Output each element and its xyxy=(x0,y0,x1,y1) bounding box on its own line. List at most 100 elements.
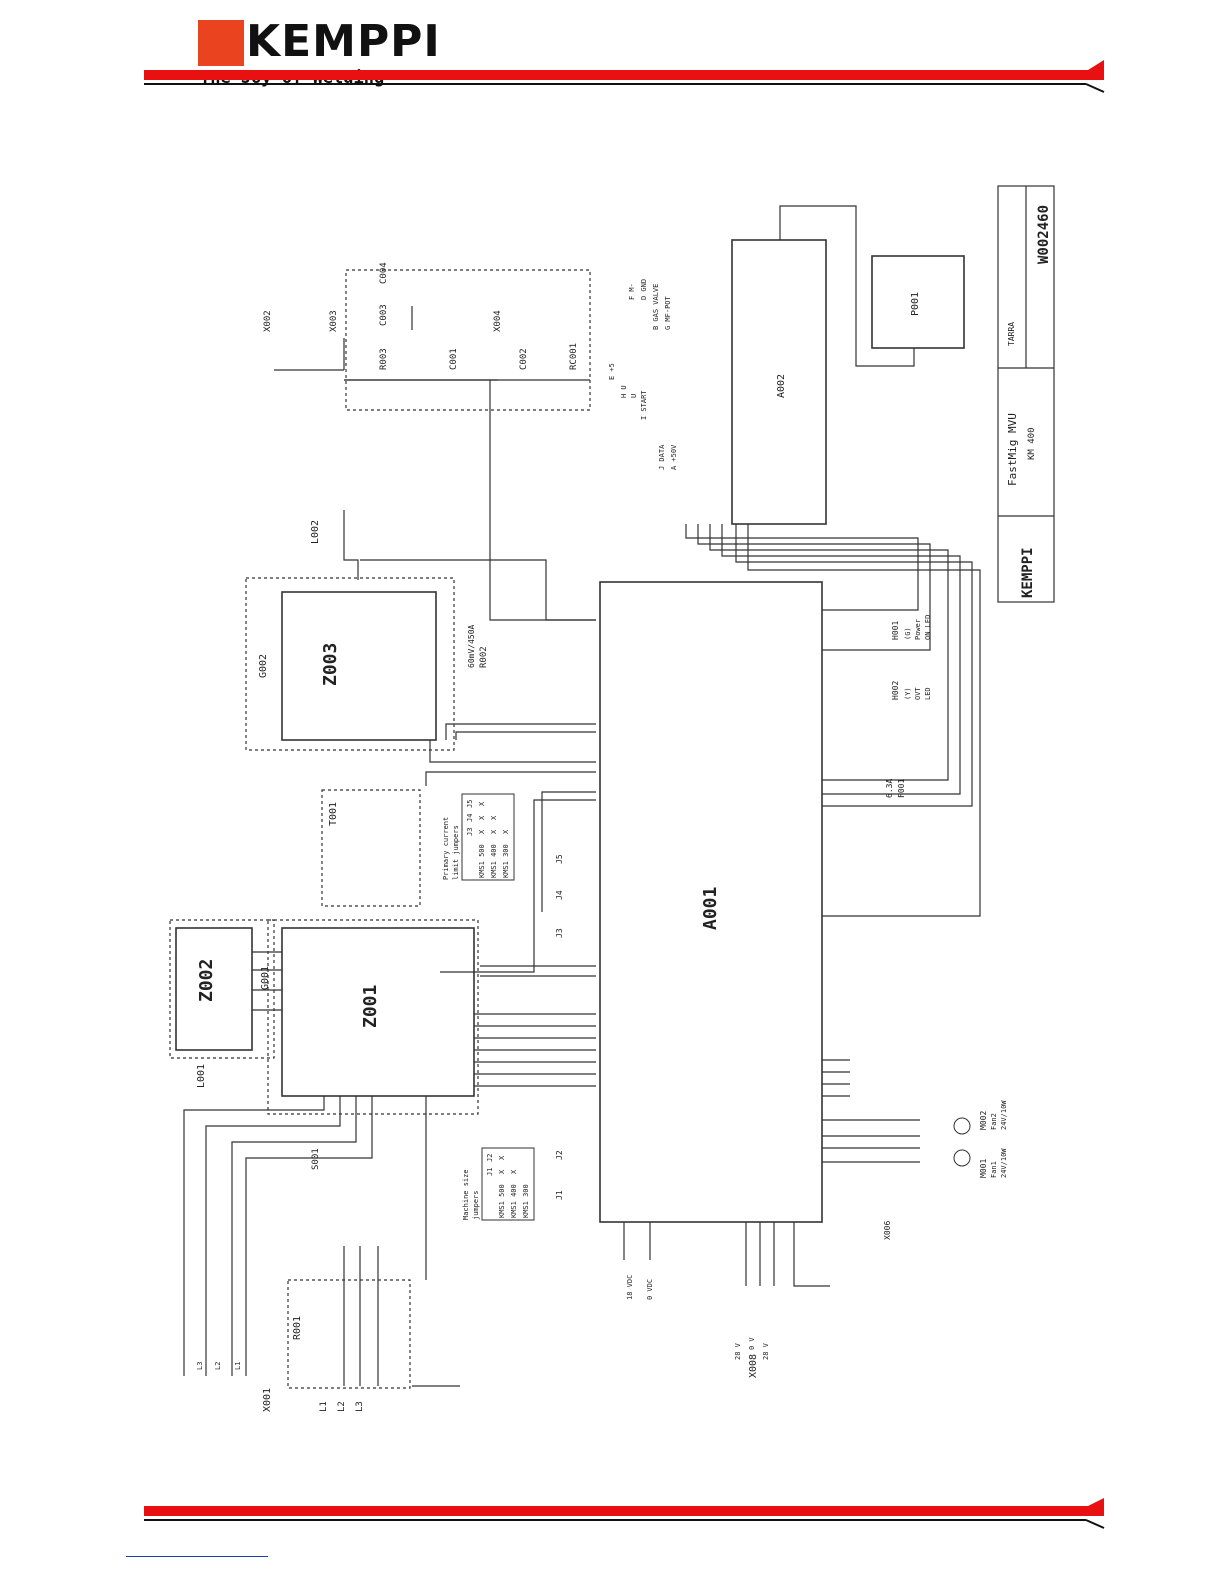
t001-enclosure xyxy=(321,789,421,907)
label-c002: C002 xyxy=(519,348,529,370)
primary-row-0-j5: X xyxy=(478,801,486,806)
machine-jumper-table: Machine size jumpers J1 J2 KMS1 500 X X … xyxy=(462,1147,535,1221)
logo-brand: KEMPPI xyxy=(246,16,441,67)
label-j3: J3 xyxy=(555,928,564,938)
label-z002: Z002 xyxy=(196,959,217,1002)
label-m002: M002 xyxy=(979,1111,988,1130)
m002-desc-1: 24V/10W xyxy=(1000,1100,1008,1130)
label-z001: Z001 xyxy=(360,985,381,1028)
a002-signal-8: D GND xyxy=(640,279,648,300)
label-r003: R003 xyxy=(379,348,389,370)
label-j2: J2 xyxy=(555,1150,564,1160)
logo-badge-icon xyxy=(198,20,244,66)
h001-desc-0: (G) xyxy=(904,627,912,640)
label-r002-rating: 60mV/450A xyxy=(467,624,476,668)
primary-row-2-label: KMS1 300 xyxy=(502,844,510,878)
line-out-l1: L1 xyxy=(234,1362,242,1370)
label-p001: P001 xyxy=(910,292,921,316)
z001-enclosure xyxy=(267,919,479,1115)
z002-module xyxy=(175,927,253,1051)
label-r002: R002 xyxy=(479,646,489,668)
line-out-l2: L2 xyxy=(214,1362,222,1370)
a002-signal-5: E +5 xyxy=(608,363,616,380)
header-band xyxy=(144,60,1105,93)
footer-link-underline xyxy=(126,1556,268,1557)
m001-desc-0: Fan1 xyxy=(990,1161,998,1178)
mains-in-l2: L2 xyxy=(337,1401,347,1412)
vdc-18: 18 VDC xyxy=(626,1275,634,1300)
label-x001: X001 xyxy=(262,1388,273,1412)
g002-enclosure xyxy=(245,577,455,751)
primary-row-0-j3: X xyxy=(478,829,486,834)
primary-row-0-j4: X xyxy=(478,815,486,820)
label-m001: M001 xyxy=(979,1159,988,1178)
label-x006: X006 xyxy=(883,1221,892,1240)
label-j4: J4 xyxy=(555,890,564,900)
label-r001: R001 xyxy=(292,1316,303,1340)
mains-in-l3: L3 xyxy=(355,1401,365,1412)
label-l002: L002 xyxy=(310,520,321,544)
label-a001: A001 xyxy=(700,887,721,930)
a002-signal-1: J DATA xyxy=(658,444,666,470)
primary-th-j3: J3 xyxy=(466,828,474,836)
machine-row-2-label: KMS1 300 xyxy=(522,1184,530,1218)
title-doc-number: W002460 xyxy=(1036,205,1052,264)
line-out-l3: L3 xyxy=(196,1362,204,1370)
label-x003: X003 xyxy=(329,310,339,332)
machine-table-title-0: Machine size xyxy=(462,1169,470,1220)
z001-module xyxy=(281,927,475,1097)
a002-signal-6: G MF-POT xyxy=(664,295,672,330)
machine-table-title-1: jumpers xyxy=(472,1190,480,1220)
label-t001: T001 xyxy=(328,802,339,826)
x008-v1: 28 V xyxy=(734,1342,742,1360)
machine-row-1-j1: X xyxy=(510,1169,518,1174)
a002-signal-4: H U xyxy=(620,385,628,398)
label-l001: L001 xyxy=(196,1064,207,1088)
label-h002: H002 xyxy=(891,681,900,700)
x008-v2: 0 V xyxy=(748,1337,756,1350)
primary-row-1-j4: X xyxy=(490,815,498,820)
primary-row-1-label: KMS1 400 xyxy=(490,844,498,878)
m001-fan-icon xyxy=(953,1149,971,1167)
label-x004: X004 xyxy=(493,310,503,332)
label-z003: Z003 xyxy=(320,643,341,686)
a002-signal-2: I START xyxy=(640,390,648,420)
h002-desc-0: (Y) xyxy=(904,687,912,700)
z003-module xyxy=(281,591,437,741)
wiring-schematic: Z003 Z001 Z002 A001 A002 P001 G001 G002 … xyxy=(169,185,1055,1412)
m002-fan-icon xyxy=(953,1117,971,1135)
primary-row-2-j3: X xyxy=(502,829,510,834)
label-s001: S001 xyxy=(311,1148,321,1170)
footer-band xyxy=(144,1498,1105,1529)
m002-desc-0: Fan2 xyxy=(990,1113,998,1130)
title-model: KM 400 xyxy=(1027,427,1037,460)
primary-row-0-label: KMS1 500 xyxy=(478,844,486,878)
label-g001: G001 xyxy=(260,966,271,990)
primary-row-1-j3: X xyxy=(490,829,498,834)
primary-th-j5: J5 xyxy=(466,800,474,808)
machine-row-0-j2: X xyxy=(498,1155,506,1160)
m001-desc-1: 24V/10W xyxy=(1000,1148,1008,1178)
machine-row-0-j1: X xyxy=(498,1169,506,1174)
label-a002: A002 xyxy=(776,374,787,398)
machine-th-j2: J2 xyxy=(486,1154,494,1162)
z002-enclosure xyxy=(169,919,275,1059)
label-x008: X008 xyxy=(748,1354,759,1378)
title-company: KEMPPI xyxy=(1020,547,1036,598)
machine-th-j1: J1 xyxy=(486,1168,494,1176)
label-x002: X002 xyxy=(263,310,273,332)
label-j1: J1 xyxy=(555,1190,564,1200)
label-c001: C001 xyxy=(449,348,459,370)
a002-signal-9: F M- xyxy=(628,283,636,300)
a002-signal-3: U xyxy=(630,394,638,398)
a002-board xyxy=(731,239,827,525)
r001-enclosure xyxy=(287,1279,411,1389)
label-rc001: RC001 xyxy=(569,343,579,370)
label-f001: F001 xyxy=(897,779,906,798)
h001-desc-2: ON LED xyxy=(924,615,932,640)
label-g002: G002 xyxy=(258,654,269,678)
p001-module xyxy=(871,255,965,349)
h002-desc-2: LED xyxy=(924,687,932,700)
primary-table-title-1: limit jumpers xyxy=(452,825,460,880)
machine-row-0-label: KMS1 500 xyxy=(498,1184,506,1218)
